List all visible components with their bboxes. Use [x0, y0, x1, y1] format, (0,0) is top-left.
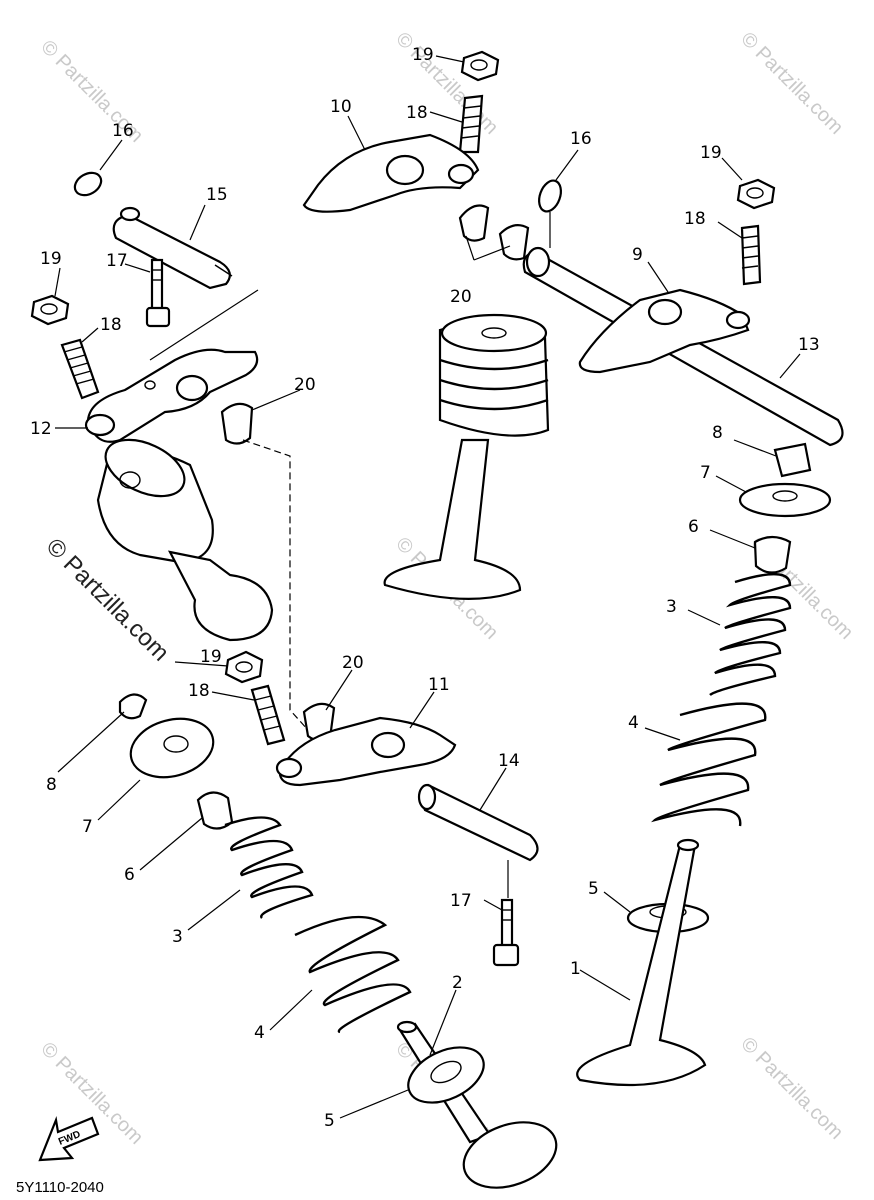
callout-7-right: 7 [700, 463, 711, 483]
spring-4-right [650, 702, 767, 827]
callout-17-upper: 17 [106, 251, 128, 271]
callout-6-right: 6 [688, 517, 699, 537]
callout-16-left: 16 [112, 121, 134, 141]
oring-16-left [73, 171, 103, 197]
rocker-arm-10 [302, 133, 480, 213]
callout-19-top: 19 [412, 45, 434, 65]
callout-18-top: 18 [406, 103, 428, 123]
watermark-top-right: © Partzilla.com [736, 28, 847, 139]
callout-5-left: 5 [324, 1111, 335, 1131]
callout-3-left: 3 [172, 927, 183, 947]
rocker-arm-9 [578, 288, 751, 374]
callout-20-mid: 20 [342, 653, 364, 673]
callout-18-mid: 18 [188, 681, 210, 701]
spring-3-left [224, 816, 314, 919]
cotter-20-top-b [498, 223, 530, 261]
callout-8-left: 8 [46, 775, 57, 795]
keeper-8-right [773, 442, 812, 478]
callout-1: 1 [570, 959, 581, 979]
callout-6-left: 6 [124, 865, 135, 885]
callout-7-left: 7 [82, 817, 93, 837]
callout-9: 9 [632, 245, 643, 265]
nut-19-right [736, 178, 776, 210]
callout-4-right: 4 [628, 713, 639, 733]
valve-1 [576, 838, 707, 1087]
spring-4-left [294, 915, 412, 1034]
seat-5-left [407, 1046, 485, 1104]
leader-lines [54, 55, 801, 1119]
cotter-20-top-a [458, 204, 490, 242]
cotter-20-left [220, 402, 254, 445]
rocker-arm-11 [275, 716, 457, 787]
callout-17-lower: 17 [450, 891, 472, 911]
adjuster-18-right [740, 224, 762, 286]
callout-2: 2 [452, 973, 463, 993]
adjuster-18-left [60, 338, 100, 400]
callout-labels: 19 18 10 16 16 15 17 19 18 12 19 18 9 13… [30, 45, 820, 1131]
keeper-8-left [118, 693, 148, 720]
callout-5-right: 5 [588, 879, 599, 899]
adjuster-18-top [458, 94, 484, 154]
nut-19-left [30, 294, 70, 326]
callout-12: 12 [30, 419, 52, 439]
diagram-code: 5Y1110-2040 [16, 1179, 104, 1196]
callout-19-mid: 19 [200, 647, 222, 667]
retainer-7-right [738, 482, 832, 518]
valve-lifter-center [383, 313, 550, 600]
callout-19-left: 19 [40, 249, 62, 269]
valve-lifter-left [96, 438, 274, 642]
adjuster-18-mid [250, 684, 286, 746]
callout-13: 13 [798, 335, 820, 355]
seal-6-right [753, 535, 792, 574]
callout-3-right: 3 [666, 597, 677, 617]
rocker-shaft-15 [112, 206, 233, 290]
fwd-arrow-icon: FWD [38, 1115, 100, 1162]
callout-19-right: 19 [700, 143, 722, 163]
callout-11: 11 [428, 675, 450, 695]
callout-20-left: 20 [294, 375, 316, 395]
rocker-arm-12 [84, 348, 259, 443]
oring-16-right [538, 179, 562, 213]
callout-16-center: 16 [570, 129, 592, 149]
spring-3-right [709, 572, 792, 696]
callout-18-right: 18 [684, 209, 706, 229]
nut-19-mid [224, 650, 264, 684]
retainer-7-left [129, 717, 215, 779]
rocker-shaft-14 [417, 783, 539, 862]
watermark-bottom-right: © Partzilla.com [736, 1033, 847, 1144]
valve-2 [396, 1020, 558, 1189]
nut-19-top [460, 50, 500, 82]
callout-10: 10 [330, 97, 352, 117]
callout-8-right: 8 [712, 423, 723, 443]
bolt-17-left [145, 258, 171, 328]
callout-4-left: 4 [254, 1023, 265, 1043]
callout-14: 14 [498, 751, 520, 771]
callout-15: 15 [206, 185, 228, 205]
callout-18-left: 18 [100, 315, 122, 335]
bolt-17-lower [492, 898, 520, 967]
callout-20-top: 20 [450, 287, 472, 307]
